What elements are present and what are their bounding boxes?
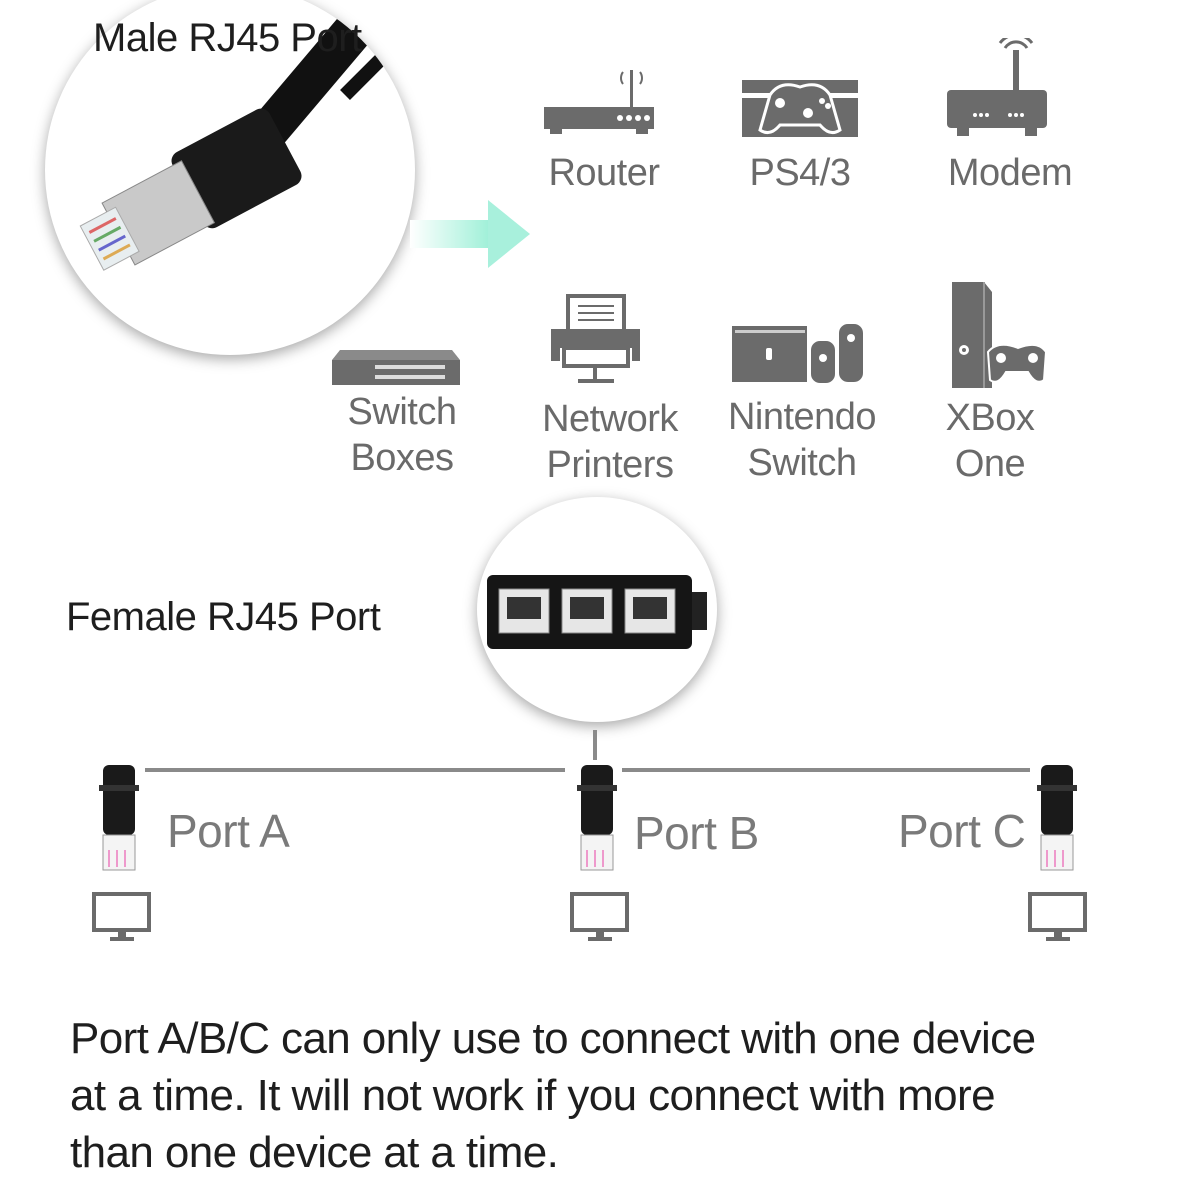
note-line: than one device at a time. bbox=[70, 1128, 559, 1177]
monitor-icon bbox=[1028, 892, 1087, 941]
usage-note: Port A/B/C can only use to connect with … bbox=[70, 1010, 1170, 1181]
port-a-label: Port A bbox=[167, 805, 290, 857]
label-line: Switch bbox=[347, 391, 457, 433]
xbox-icon bbox=[952, 282, 1048, 388]
label-line: Network bbox=[542, 398, 678, 440]
label-line: Boxes bbox=[350, 437, 454, 479]
port-c-label: Port C bbox=[898, 805, 1026, 857]
label-line: XBox bbox=[945, 397, 1035, 439]
device-label-xbox-one: XBox One bbox=[890, 395, 1090, 487]
vertical-connector-line bbox=[593, 730, 597, 760]
connector-line-c bbox=[622, 768, 1030, 772]
rj45-plug-icon bbox=[1037, 765, 1077, 871]
female-rj45-photo bbox=[477, 497, 717, 722]
device-label-ps4: PS4/3 bbox=[749, 152, 851, 194]
nintendo-switch-icon bbox=[732, 322, 865, 385]
device-label-network-printers: Network Printers bbox=[510, 396, 710, 488]
monitor-icon bbox=[570, 892, 629, 941]
printer-icon bbox=[551, 294, 640, 383]
monitor-icon bbox=[92, 892, 151, 941]
label-line: Nintendo bbox=[727, 396, 877, 438]
device-label-modem: Modem bbox=[947, 152, 1073, 194]
note-line: at a time. It will not work if you conne… bbox=[70, 1071, 996, 1120]
note-line: Port A/B/C can only use to connect with … bbox=[70, 1014, 1036, 1063]
rj45-plug-icon bbox=[99, 765, 139, 871]
modem-icon bbox=[947, 38, 1047, 136]
rj45-plug-icon bbox=[577, 765, 617, 871]
switch-icon bbox=[332, 350, 460, 385]
arrow-right-icon bbox=[410, 200, 530, 268]
port-b-label: Port B bbox=[634, 807, 759, 859]
male-port-heading: Male RJ45 Port bbox=[93, 16, 362, 60]
device-label-switch-boxes: Switch Boxes bbox=[302, 389, 502, 481]
splitter-icon bbox=[487, 575, 707, 649]
device-label-router: Router bbox=[548, 152, 660, 194]
connector-line-a bbox=[145, 768, 565, 772]
router-icon bbox=[544, 70, 654, 134]
label-line: Switch bbox=[747, 442, 857, 484]
label-line: Printers bbox=[546, 444, 674, 486]
female-port-heading: Female RJ45 Port bbox=[66, 595, 381, 639]
label-line: One bbox=[954, 443, 1026, 485]
gamepad-icon bbox=[742, 80, 858, 137]
device-label-nintendo-switch: Nintendo Switch bbox=[702, 394, 902, 486]
male-rj45-photo bbox=[45, 0, 415, 355]
